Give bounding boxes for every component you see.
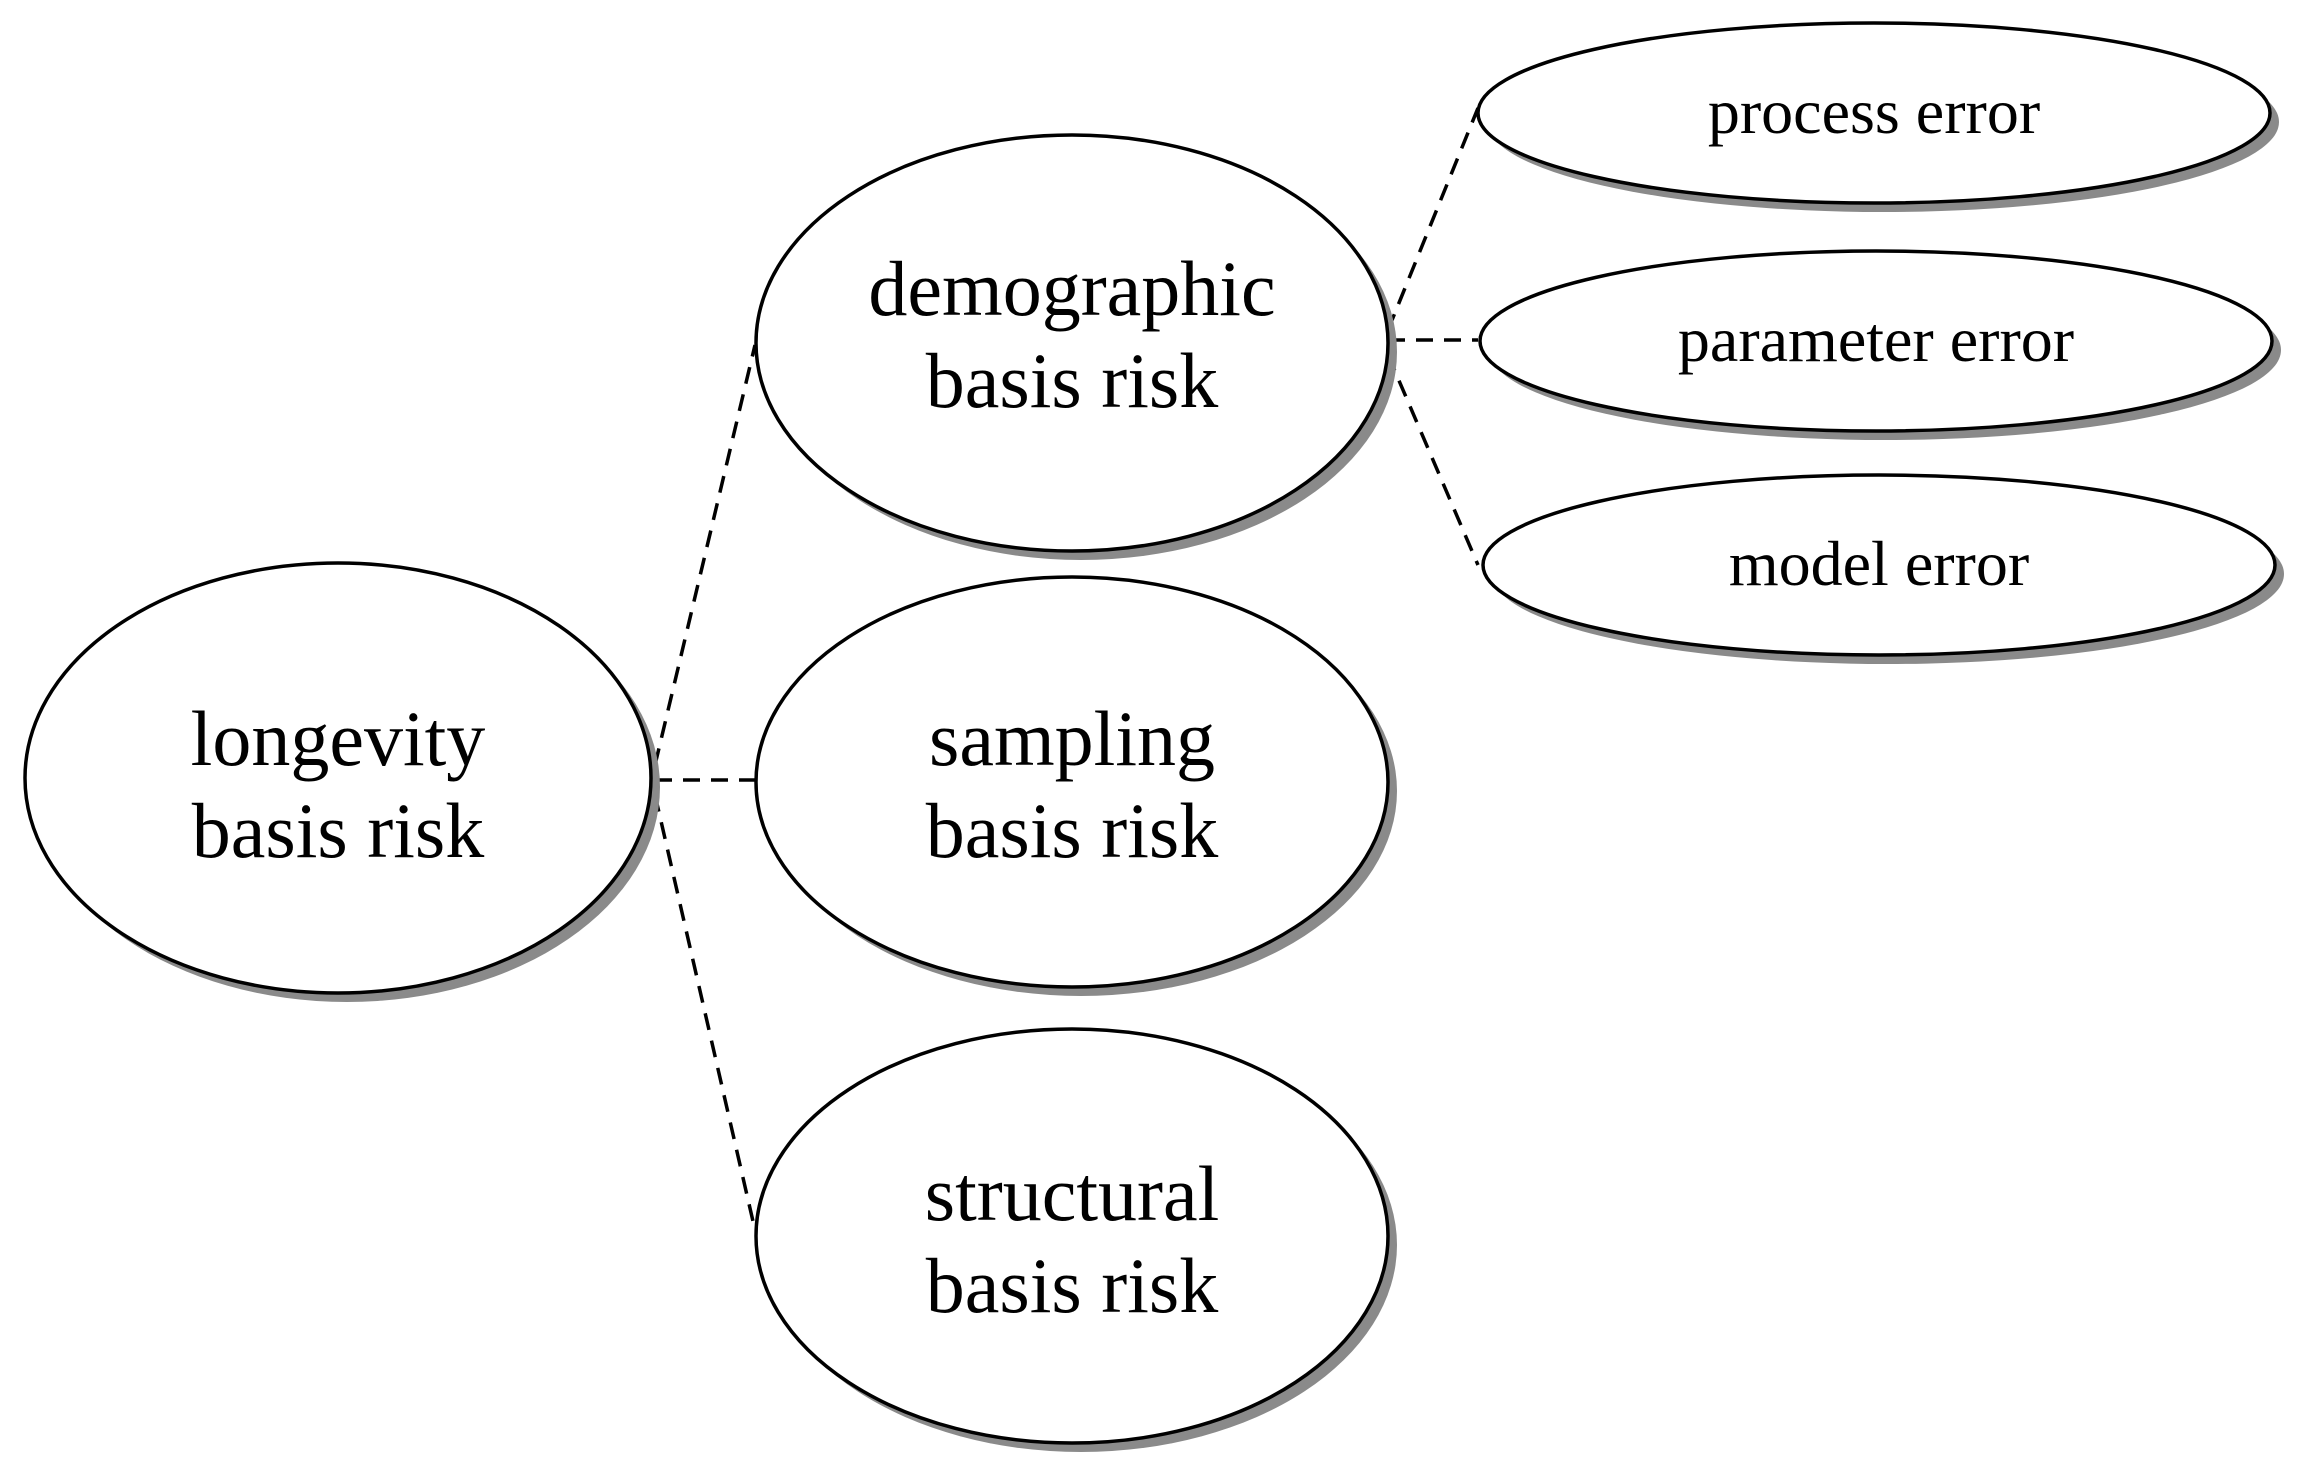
- node-ellipse: [23, 561, 653, 995]
- node-ellipse: [754, 575, 1390, 989]
- node-parameter-error: parameter error: [1478, 249, 2281, 440]
- node-structural-basis-risk: structural basis risk: [754, 1027, 1397, 1452]
- node-label: model error: [1729, 528, 2029, 599]
- node-ellipse: [1476, 21, 2272, 205]
- node-label-line2: basis risk: [192, 787, 485, 874]
- node-ellipse: [1478, 249, 2274, 433]
- connectors: [653, 107, 1480, 1231]
- node-label-line2: basis risk: [926, 337, 1219, 424]
- node-ellipse: [754, 133, 1390, 553]
- edge-longevity-structural: [653, 794, 757, 1231]
- edge-demographic-model: [1386, 354, 1480, 566]
- node-label-line1: longevity: [191, 695, 486, 782]
- node-sampling-basis-risk: sampling basis risk: [754, 575, 1397, 996]
- node-ellipse: [754, 1027, 1390, 1445]
- node-process-error: process error: [1476, 21, 2279, 212]
- node-demographic-basis-risk: demographic basis risk: [754, 133, 1397, 560]
- edge-longevity-demographic: [653, 344, 757, 766]
- node-label: process error: [1708, 76, 2040, 147]
- node-longevity-basis-risk: longevity basis risk: [23, 561, 660, 1002]
- node-label-line1: sampling: [929, 695, 1215, 782]
- node-label-line1: demographic: [868, 245, 1275, 332]
- node-label: parameter error: [1678, 304, 2074, 375]
- edge-demographic-process: [1386, 107, 1480, 331]
- node-label-line2: basis risk: [926, 787, 1219, 874]
- node-ellipse: [1481, 473, 2277, 657]
- node-label-line1: structural: [925, 1150, 1220, 1237]
- node-model-error: model error: [1481, 473, 2284, 664]
- node-label-line2: basis risk: [926, 1242, 1219, 1329]
